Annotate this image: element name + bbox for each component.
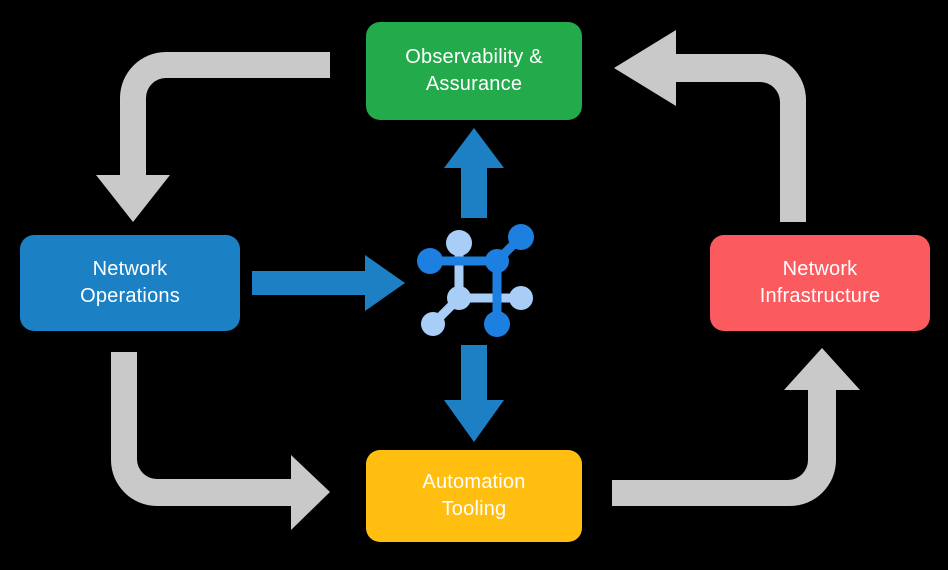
cycle-arrow-infrastructure-to-observability bbox=[614, 30, 806, 222]
center-arrow-right bbox=[252, 255, 405, 311]
cycle-arrow-operations-to-automation bbox=[111, 352, 330, 530]
node-box-observability[interactable]: Observability & Assurance bbox=[366, 22, 582, 120]
network-topology-icon bbox=[417, 224, 534, 337]
node-box-observability-label: Observability & Assurance bbox=[405, 46, 543, 95]
node-box-infrastructure-label: Network Infrastructure bbox=[759, 258, 881, 307]
node-box-automation[interactable]: Automation Tooling bbox=[366, 450, 582, 542]
node-box-automation-label: Automation Tooling bbox=[422, 471, 526, 520]
center-arrow-up bbox=[444, 128, 504, 218]
center-arrow-down bbox=[444, 345, 504, 442]
node-box-operations[interactable]: Network Operations bbox=[20, 235, 240, 331]
cycle-arrow-observability-to-operations bbox=[96, 52, 330, 222]
node-box-operations-label: Network Operations bbox=[80, 258, 180, 307]
cycle-arrow-automation-to-infrastructure bbox=[612, 348, 860, 506]
node-box-infrastructure[interactable]: Network Infrastructure bbox=[710, 235, 930, 331]
